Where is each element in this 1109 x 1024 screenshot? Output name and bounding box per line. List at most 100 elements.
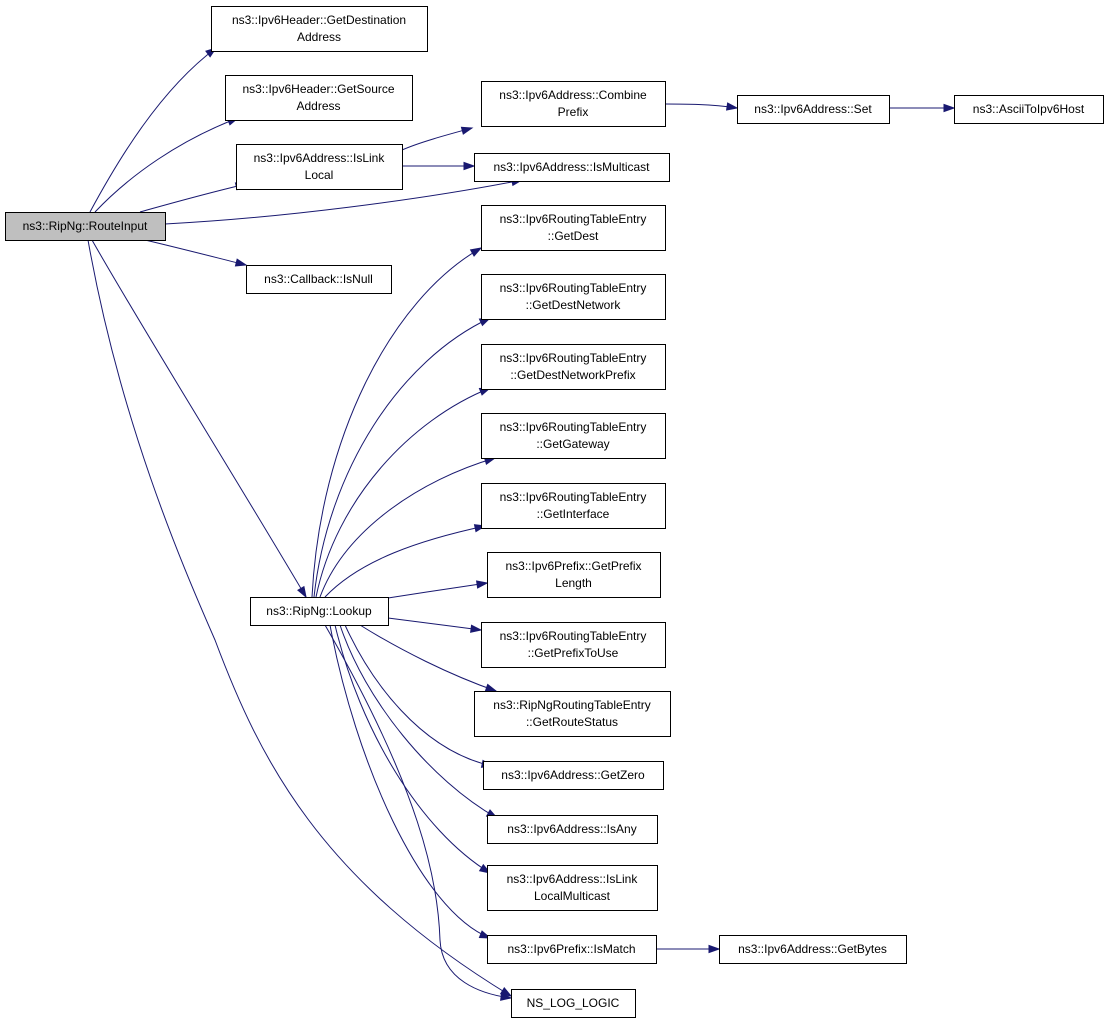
edge-line — [313, 317, 491, 598]
node-label-line: Local — [305, 168, 334, 182]
node-getroutestatus[interactable]: ns3::RipNgRoutingTableEntry::GetRouteSta… — [474, 691, 671, 737]
arrow-head-icon — [943, 103, 956, 113]
edge-combineprefix-to-set — [664, 102, 739, 111]
node-label-line: ns3::Ipv6Prefix::GetPrefix — [505, 559, 641, 573]
node-label-line: ::GetPrefixToUse — [528, 646, 619, 660]
edge-lookup-to-isany — [339, 624, 499, 819]
edge-line — [319, 457, 496, 598]
node-box — [719, 935, 907, 964]
edge-line — [339, 624, 498, 819]
node-ns_log_logic[interactable]: NS_LOG_LOGIC — [511, 989, 636, 1018]
node-asciitoipv6host[interactable]: ns3::AsciiToIpv6Host — [954, 95, 1104, 124]
node-label-line: ns3::Ipv6Address::GetZero — [501, 768, 645, 782]
node-box — [5, 212, 166, 241]
edge-lookup-to-islinklocalmulticast — [334, 624, 492, 874]
node-ismatch[interactable]: ns3::Ipv6Prefix::IsMatch — [487, 935, 657, 964]
node-getgateway[interactable]: ns3::Ipv6RoutingTableEntry::GetGateway — [481, 413, 666, 459]
node-label-line: ns3::Ipv6Address::Set — [754, 102, 872, 116]
node-box — [481, 81, 666, 127]
node-label-line: ::GetGateway — [536, 437, 609, 451]
node-getprefixtouse[interactable]: ns3::Ipv6RoutingTableEntry::GetPrefixToU… — [481, 622, 666, 668]
node-label-line: ns3::Ipv6Address::IsMulticast — [493, 160, 650, 174]
node-label-line: ns3::AsciiToIpv6Host — [973, 102, 1085, 116]
edge-islinklocal-to-ismulticast — [402, 161, 476, 171]
edge-islinklocal-to-combineprefix — [401, 126, 474, 151]
arrow-head-icon — [708, 944, 721, 954]
edge-lookup-to-getroutestatus — [359, 624, 498, 692]
node-box — [481, 274, 666, 320]
arrow-head-icon — [469, 247, 483, 257]
node-label-line: Prefix — [558, 105, 589, 119]
node-box — [487, 935, 657, 964]
node-label-line: ::GetInterface — [537, 507, 610, 521]
edge-lookup-to-getdest — [311, 247, 483, 598]
arrow-head-icon — [470, 624, 483, 633]
edge-line — [344, 624, 493, 767]
node-label-line: ns3::Ipv6RoutingTableEntry — [500, 420, 647, 434]
node-box — [481, 413, 666, 459]
edge-set-to-asciitoipv6host — [888, 103, 956, 113]
node-getzero[interactable]: ns3::Ipv6Address::GetZero — [483, 761, 664, 790]
arrow-head-icon — [475, 580, 489, 589]
edge-line — [164, 179, 523, 225]
node-label-line: ns3::RipNgRoutingTableEntry — [493, 698, 650, 712]
node-label-line: ns3::Ipv6Address::Combine — [499, 88, 647, 102]
node-box — [211, 6, 428, 52]
edge-line — [334, 624, 491, 874]
edge-lookup-to-getprefixtouse — [387, 617, 483, 633]
node-label-line: ::GetDest — [548, 229, 599, 243]
edge-lookup-to-getzero — [344, 624, 494, 768]
edge-ismatch-to-getbytes — [656, 944, 721, 954]
node-label-line: ns3::Callback::IsNull — [264, 272, 373, 286]
node-box — [474, 153, 670, 182]
node-label-line: Address — [297, 30, 341, 44]
edge-lookup-to-ns_log_logic — [324, 624, 513, 1001]
node-label-line: ::GetDestNetworkPrefix — [510, 368, 635, 382]
edge-line — [387, 582, 488, 599]
node-label-line: ns3::Ipv6Address::IsAny — [507, 822, 636, 836]
node-box — [481, 622, 666, 668]
node-box — [250, 597, 389, 626]
edge-line — [387, 617, 482, 631]
node-label-line: ns3::Ipv6Header::GetSource — [242, 82, 394, 96]
node-label-line: ns3::Ipv6RoutingTableEntry — [500, 212, 647, 226]
node-label-line: Length — [555, 576, 592, 590]
node-box — [225, 75, 413, 121]
node-box — [954, 95, 1104, 124]
edge-lookup-to-getgateway — [319, 456, 497, 598]
node-lookup[interactable]: ns3::RipNg::Lookup — [250, 597, 389, 626]
edge-line — [94, 117, 239, 213]
node-getdest[interactable]: ns3::Ipv6RoutingTableEntry::GetDest — [481, 205, 666, 251]
edge-line — [324, 624, 512, 999]
node-isany[interactable]: ns3::Ipv6Address::IsAny — [487, 815, 658, 844]
node-label-line: ns3::Ipv6Address::IsLink — [254, 151, 386, 165]
node-box — [481, 483, 666, 529]
node-isnull[interactable]: ns3::Callback::IsNull — [246, 265, 392, 294]
node-ismulticast[interactable]: ns3::Ipv6Address::IsMulticast — [474, 153, 670, 182]
node-set[interactable]: ns3::Ipv6Address::Set — [737, 95, 890, 124]
edge-line — [315, 387, 491, 598]
node-label-line: ::GetRouteStatus — [526, 715, 618, 729]
node-label-line: ns3::RipNg::RouteInput — [23, 219, 148, 233]
edge-line — [89, 47, 217, 213]
node-label-line: ns3::Ipv6Prefix::IsMatch — [507, 942, 635, 956]
node-label-line: ns3::Ipv6Header::GetDestination — [232, 13, 406, 27]
node-getdestnetwork[interactable]: ns3::Ipv6RoutingTableEntry::GetDestNetwo… — [481, 274, 666, 320]
node-getbytes[interactable]: ns3::Ipv6Address::GetBytes — [719, 935, 907, 964]
arrow-head-icon — [460, 126, 474, 135]
node-label-line: ns3::Ipv6Address::IsLink — [507, 872, 639, 886]
node-getinterface[interactable]: ns3::Ipv6RoutingTableEntry::GetInterface — [481, 483, 666, 529]
node-label-line: NS_LOG_LOGIC — [527, 996, 620, 1010]
nodes-layer: ns3::RipNg::RouteInput ns3::Ipv6Header::G… — [5, 6, 1104, 1018]
arrow-head-icon — [484, 683, 498, 692]
edge-routeinput-to-isnull — [144, 239, 248, 267]
node-box — [481, 344, 666, 390]
node-getdestnetworkprefix[interactable]: ns3::Ipv6RoutingTableEntry::GetDestNetwo… — [481, 344, 666, 390]
